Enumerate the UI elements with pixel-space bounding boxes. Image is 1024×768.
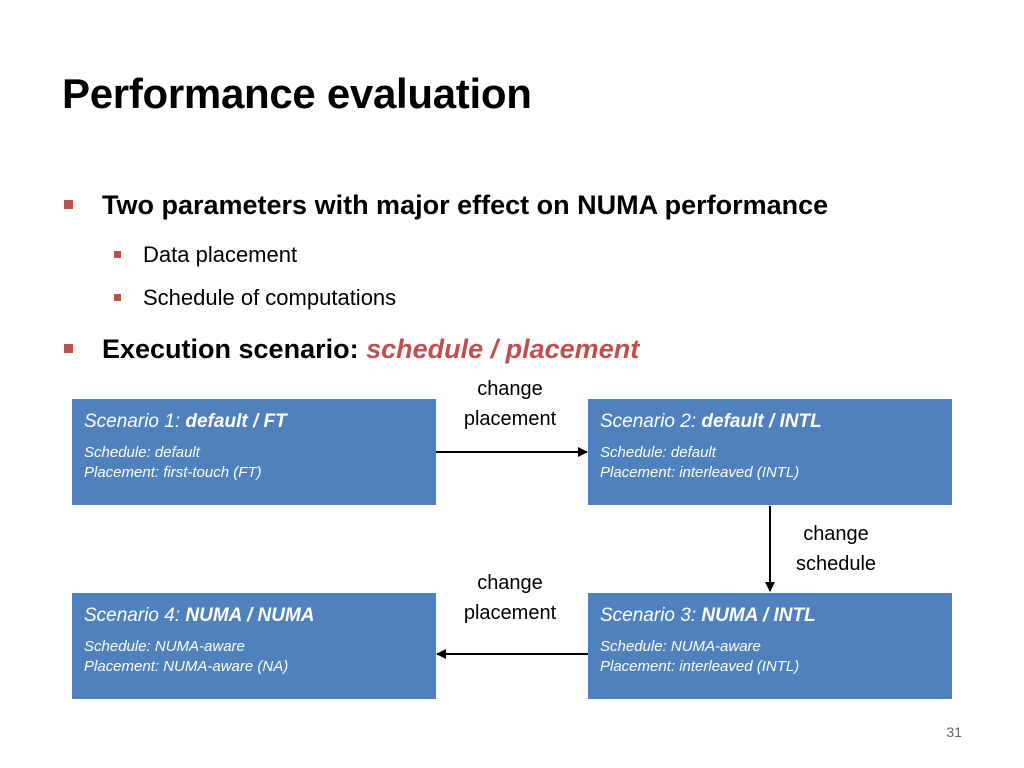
bullet-square-icon bbox=[64, 200, 73, 209]
bullet-text: Execution scenario: schedule / placement bbox=[102, 334, 640, 364]
bullet-parameters: Two parameters with major effect on NUMA… bbox=[64, 190, 828, 221]
bullet-accent-text: schedule / placement bbox=[366, 334, 640, 364]
scenario-1-box: Scenario 1: default / FT Schedule: defau… bbox=[72, 399, 436, 505]
sub-bullet-schedule: Schedule of computations bbox=[114, 285, 396, 311]
bullet-text: Data placement bbox=[143, 242, 298, 267]
scenario-1-details: Schedule: default Placement: first-touch… bbox=[84, 444, 262, 481]
scenario-4-heading: Scenario 4: NUMA / NUMA bbox=[84, 605, 315, 626]
sub-bullet-data-placement: Data placement bbox=[114, 242, 297, 268]
scenario-1-heading: Scenario 1: default / FT bbox=[84, 411, 287, 432]
scenario-4-box: Scenario 4: NUMA / NUMA Schedule: NUMA-a… bbox=[72, 593, 436, 699]
page-number: 31 bbox=[946, 724, 962, 740]
bullet-square-icon bbox=[64, 344, 73, 353]
scenario-2-box: Scenario 2: default / INTL Schedule: def… bbox=[588, 399, 952, 505]
bullet-text: Schedule of computations bbox=[143, 285, 397, 310]
scenario-3-box: Scenario 3: NUMA / INTL Schedule: NUMA-a… bbox=[588, 593, 952, 699]
slide-title: Performance evaluation bbox=[62, 70, 532, 117]
scenario-4-details: Schedule: NUMA-aware Placement: NUMA-awa… bbox=[84, 638, 289, 675]
scenario-3-details: Schedule: NUMA-aware Placement: interlea… bbox=[600, 638, 800, 675]
bullet-text: Two parameters with major effect on NUMA… bbox=[102, 190, 829, 220]
scenario-2-details: Schedule: default Placement: interleaved… bbox=[600, 444, 800, 481]
bullet-square-icon bbox=[114, 251, 121, 258]
scenario-2-heading: Scenario 2: default / INTL bbox=[600, 411, 822, 432]
bullet-square-icon bbox=[114, 294, 121, 301]
bullet-execution-scenario: Execution scenario: schedule / placement bbox=[64, 334, 639, 365]
scenario-3-heading: Scenario 3: NUMA / INTL bbox=[600, 605, 816, 626]
